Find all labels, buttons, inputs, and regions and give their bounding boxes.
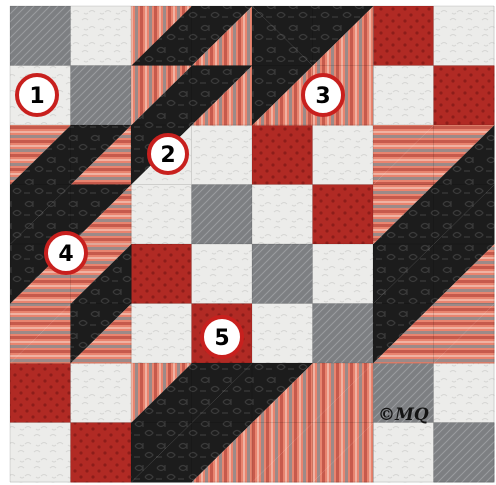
center-checker-square [252, 185, 313, 245]
center-checker-square [192, 244, 253, 304]
center-checker-square [192, 185, 253, 245]
badge-1-label: 1 [29, 84, 44, 109]
corner-patch-square [10, 423, 71, 483]
badge-3-label: 3 [315, 84, 330, 109]
badge-1: 1 [17, 75, 57, 115]
center-checker-square [252, 244, 313, 304]
corner-patch-square [10, 6, 71, 66]
center-checker-square [192, 125, 253, 185]
corner-patch-square [434, 6, 495, 66]
corner-patch-square [373, 6, 434, 66]
badge-3: 3 [303, 75, 343, 115]
center-checker-square [313, 185, 374, 245]
center-checker-square [131, 304, 192, 364]
badge-5-label: 5 [214, 326, 229, 351]
corner-patch-square [71, 66, 132, 126]
corner-patch-square [373, 423, 434, 483]
center-checker-square [313, 125, 374, 185]
corner-patch-square [71, 363, 132, 423]
badge-4-label: 4 [58, 242, 73, 267]
signature-mark: ©MQ [378, 405, 429, 425]
badge-2: 2 [149, 135, 187, 173]
center-checker-square [131, 244, 192, 304]
corner-patch-square [10, 363, 71, 423]
corner-patch-square [71, 6, 132, 66]
corner-patch-square [434, 363, 495, 423]
badge-4: 4 [46, 233, 86, 273]
corner-patch-square [71, 423, 132, 483]
center-checker-square [313, 304, 374, 364]
badge-2-label: 2 [160, 143, 175, 168]
corner-patch-square [373, 66, 434, 126]
corner-patch-square [434, 423, 495, 483]
center-checker-square [131, 185, 192, 245]
badge-5: 5 [202, 317, 242, 357]
center-checker-square [252, 304, 313, 364]
center-checker-square [313, 244, 374, 304]
corner-patch-square [434, 66, 495, 126]
center-checker-square [252, 125, 313, 185]
